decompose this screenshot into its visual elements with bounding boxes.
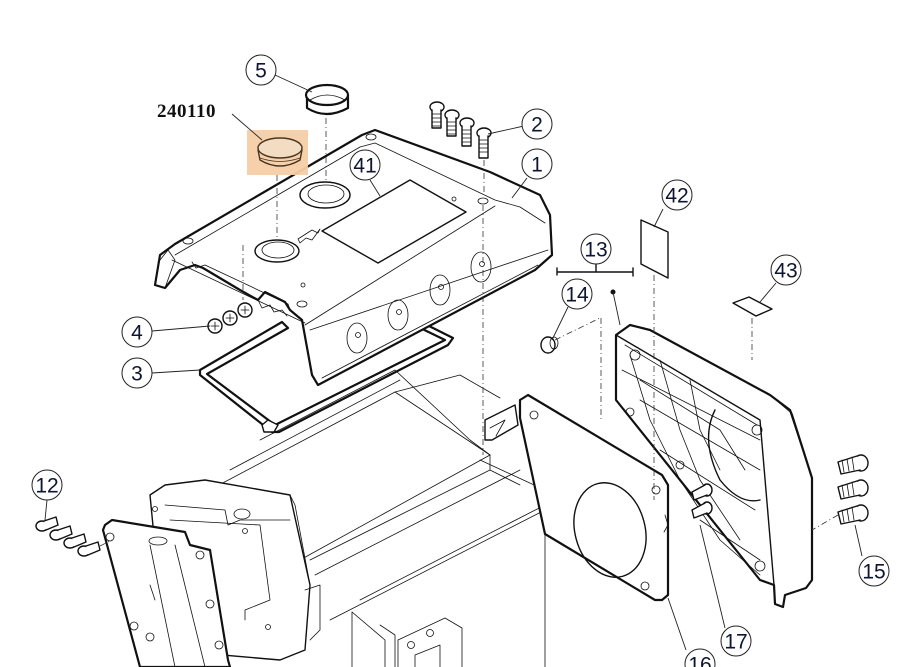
- fan-housing: [614, 323, 814, 609]
- highlighted-part-240110[interactable]: [247, 130, 308, 175]
- motor-front-plate: [101, 518, 232, 667]
- callout-13-label: 13: [584, 239, 607, 262]
- callout-13[interactable]: 13: [580, 233, 612, 265]
- callout-1[interactable]: 1: [521, 148, 553, 180]
- assembly-axis-lines: [99, 118, 839, 547]
- callout-2[interactable]: 2: [521, 108, 553, 140]
- callout-42-label: 42: [665, 185, 688, 208]
- callout-16[interactable]: 16: [684, 648, 716, 667]
- callout-17-label: 17: [724, 631, 747, 654]
- screws-part-17: [691, 483, 713, 519]
- callout-14[interactable]: 14: [561, 278, 593, 310]
- group-bracket-13: [556, 259, 634, 326]
- callout-5[interactable]: 5: [245, 54, 277, 86]
- callout-4-label: 4: [131, 322, 143, 345]
- callout-12[interactable]: 12: [31, 469, 63, 501]
- label-part-43: [732, 296, 773, 317]
- bracket-left: [484, 404, 519, 441]
- callout-1-label: 1: [531, 154, 543, 177]
- callout-2-label: 2: [531, 114, 543, 137]
- callout-4[interactable]: 4: [121, 316, 153, 348]
- cap-part-5: [304, 83, 350, 116]
- callout-15[interactable]: 15: [858, 555, 890, 587]
- screws-part-2: [429, 101, 492, 159]
- callout-41-label: 41: [353, 155, 376, 178]
- callout-43[interactable]: 43: [770, 254, 802, 286]
- screws-part-15: [837, 454, 869, 525]
- callout-3[interactable]: 3: [121, 357, 153, 389]
- callout-17[interactable]: 17: [720, 625, 752, 657]
- label-part-42: [640, 219, 669, 279]
- knob-part-14: [540, 336, 559, 354]
- callout-5-label: 5: [255, 60, 267, 83]
- gasket-plate-part-16: [518, 393, 670, 602]
- callout-42[interactable]: 42: [661, 179, 693, 211]
- top-cover-part-1: [153, 128, 554, 387]
- callout-15-label: 15: [862, 561, 885, 584]
- callout-3-label: 3: [131, 363, 143, 386]
- nuts-part-4: [207, 302, 253, 334]
- callout-14-label: 14: [565, 284, 589, 307]
- callout-12-label: 12: [35, 475, 58, 498]
- leader-lines: [44, 74, 863, 651]
- callout-16-label: 16: [688, 654, 711, 667]
- machine-base: [199, 369, 546, 667]
- part-number-label: 240110: [157, 101, 216, 122]
- callout-41[interactable]: 41: [349, 149, 381, 181]
- callout-43-label: 43: [774, 260, 797, 283]
- screws-part-12: [35, 516, 101, 557]
